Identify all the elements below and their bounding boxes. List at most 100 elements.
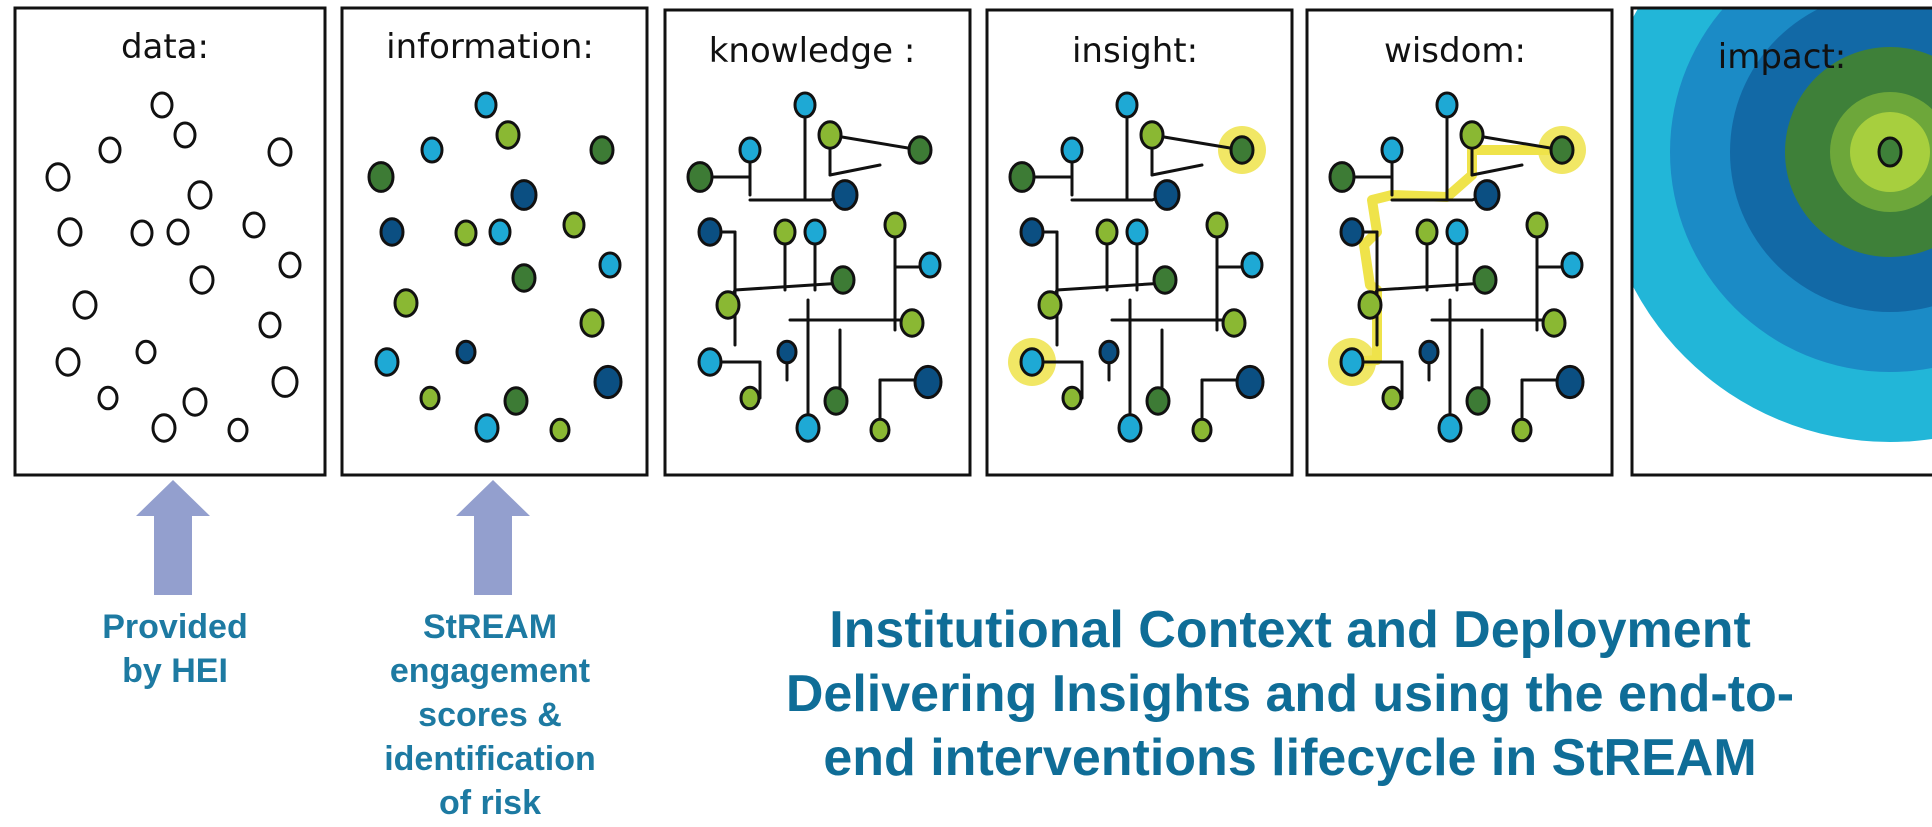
wisdom-link bbox=[1470, 163, 1524, 177]
data-circle bbox=[151, 413, 177, 443]
caption-line: of risk bbox=[438, 784, 542, 822]
panel-title-impact: impact: bbox=[1718, 37, 1846, 77]
information-dot bbox=[598, 251, 622, 279]
data-circle bbox=[271, 366, 299, 398]
wisdom-node bbox=[1511, 417, 1533, 443]
data-circle bbox=[55, 347, 81, 377]
knowledge-node bbox=[773, 218, 797, 246]
information-dot bbox=[488, 218, 512, 246]
information-dot bbox=[510, 179, 538, 211]
knowledge-link bbox=[828, 163, 882, 177]
data-circle bbox=[72, 290, 98, 320]
caption-line: scores & bbox=[418, 696, 562, 734]
knowledge-node bbox=[869, 417, 891, 443]
insight-node bbox=[1221, 308, 1247, 338]
insight-node bbox=[1117, 413, 1143, 443]
wisdom-link bbox=[1375, 281, 1487, 292]
insight-node bbox=[1115, 91, 1139, 119]
information-dot bbox=[367, 161, 395, 193]
wisdom-node bbox=[1465, 386, 1491, 416]
data-circle bbox=[45, 162, 71, 192]
knowledge-node bbox=[831, 179, 859, 211]
impact-rings bbox=[1632, 8, 1932, 442]
insight-node bbox=[1205, 211, 1229, 239]
insight-node bbox=[1153, 179, 1181, 211]
insight-link bbox=[1055, 281, 1167, 292]
wisdom-node bbox=[1435, 91, 1459, 119]
knowledge-node bbox=[899, 308, 925, 338]
wisdom-node bbox=[1445, 218, 1469, 246]
knowledge-node bbox=[907, 135, 933, 165]
data-circle bbox=[227, 417, 249, 443]
caption-line: Provided bbox=[102, 608, 248, 646]
caption-line: StREAM bbox=[422, 608, 558, 646]
wisdom-node bbox=[1357, 290, 1383, 320]
information-dot bbox=[511, 263, 537, 293]
data-circle bbox=[267, 137, 293, 167]
insight-node bbox=[1008, 161, 1036, 193]
data-circle bbox=[130, 219, 154, 247]
insight-link bbox=[1150, 163, 1204, 177]
information-dot bbox=[455, 339, 477, 365]
headline-line-1: Institutional Context and Deployment bbox=[829, 601, 1751, 659]
caption-line: by HEI bbox=[122, 652, 228, 690]
knowledge-node bbox=[883, 211, 907, 239]
information-dot bbox=[379, 217, 405, 247]
caption-stream-scores: StREAM engagement scores & identificatio… bbox=[345, 605, 635, 825]
insight-node bbox=[1152, 265, 1178, 295]
data-circle bbox=[150, 91, 174, 119]
insight-node bbox=[1019, 347, 1045, 377]
insight-node bbox=[1060, 136, 1084, 164]
data-circle bbox=[97, 385, 119, 411]
wisdom-node bbox=[1549, 135, 1575, 165]
wisdom-node bbox=[1381, 385, 1403, 411]
wisdom-node bbox=[1415, 218, 1439, 246]
headline-line-3: end interventions lifecycle in StREAM bbox=[823, 729, 1757, 787]
insight-node bbox=[1240, 251, 1264, 279]
headline: Institutional Context and Deployment Del… bbox=[660, 598, 1920, 790]
headline-line-2: Delivering Insights and using the end-to… bbox=[785, 665, 1795, 723]
data-circle bbox=[242, 211, 266, 239]
wisdom-link bbox=[1470, 133, 1564, 152]
insight-node bbox=[1095, 218, 1119, 246]
panel-title-insight: insight: bbox=[1072, 31, 1198, 71]
wisdom-node bbox=[1339, 217, 1365, 247]
panel-title-data: data: bbox=[121, 27, 209, 67]
knowledge-node bbox=[776, 339, 798, 365]
data-circle bbox=[57, 217, 83, 247]
data-circle bbox=[182, 387, 208, 417]
knowledge-node bbox=[697, 347, 723, 377]
information-dot bbox=[419, 385, 441, 411]
wisdom-node bbox=[1380, 136, 1404, 164]
information-dot bbox=[474, 91, 498, 119]
panel-title-information: information: bbox=[386, 27, 594, 67]
data-circle bbox=[135, 339, 157, 365]
data-circle bbox=[278, 251, 302, 279]
insight-link bbox=[1150, 133, 1244, 152]
information-dot bbox=[579, 308, 605, 338]
knowledge-node bbox=[697, 217, 723, 247]
dikw-diagram: data: information: knowledge : insight: … bbox=[13, 6, 1932, 477]
insight-node bbox=[1235, 364, 1265, 400]
information-dot bbox=[420, 136, 444, 164]
knowledge-link bbox=[733, 281, 845, 292]
panel-title-wisdom: wisdom: bbox=[1384, 31, 1526, 71]
information-dot bbox=[503, 386, 529, 416]
wisdom-node bbox=[1541, 308, 1567, 338]
knowledge-node bbox=[817, 120, 843, 150]
insight-node bbox=[1145, 386, 1171, 416]
data-circle bbox=[173, 121, 197, 149]
data-circle bbox=[258, 311, 282, 339]
knowledge-link bbox=[828, 133, 922, 152]
insight-node bbox=[1037, 290, 1063, 320]
up-arrow-stream bbox=[456, 480, 530, 595]
panel-title-knowledge: knowledge : bbox=[709, 31, 916, 71]
insight-node bbox=[1061, 385, 1083, 411]
insight-node bbox=[1229, 135, 1255, 165]
knowledge-node bbox=[913, 364, 943, 400]
knowledge-node bbox=[803, 218, 827, 246]
information-dot bbox=[374, 347, 400, 377]
insight-node bbox=[1019, 217, 1045, 247]
knowledge-node bbox=[918, 251, 942, 279]
wisdom-node bbox=[1418, 339, 1440, 365]
